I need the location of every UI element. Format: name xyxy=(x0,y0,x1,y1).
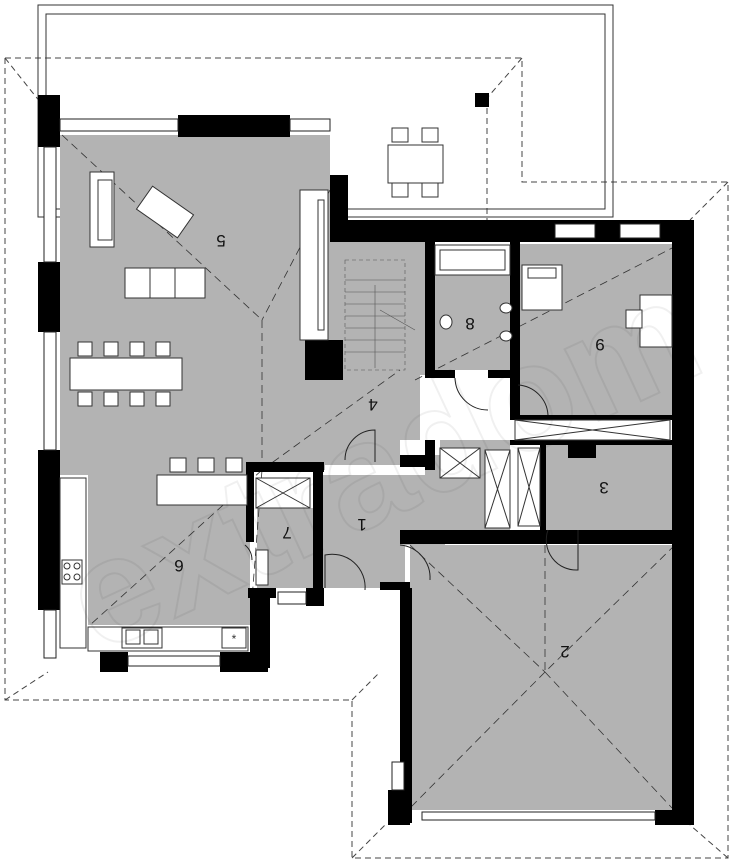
walls xyxy=(38,93,694,825)
room-5-label: 5 xyxy=(216,231,225,250)
stairs xyxy=(344,259,416,371)
room-1-label: 1 xyxy=(357,515,366,534)
room-3-label: 3 xyxy=(599,478,608,497)
doors xyxy=(244,377,579,591)
room-8-label: 8 xyxy=(465,314,474,333)
room-9-label: 9 xyxy=(595,335,604,354)
room-4-label: 4 xyxy=(368,395,377,414)
room-6-label: 6 xyxy=(174,556,183,575)
furniture: * xyxy=(59,127,673,652)
svg-text:*: * xyxy=(232,632,237,646)
room-2-label: 2 xyxy=(560,642,569,661)
windows xyxy=(43,118,661,821)
room-labels: 1 2 3 4 5 6 7 8 9 xyxy=(174,231,608,661)
room-7-label: 7 xyxy=(282,523,291,542)
